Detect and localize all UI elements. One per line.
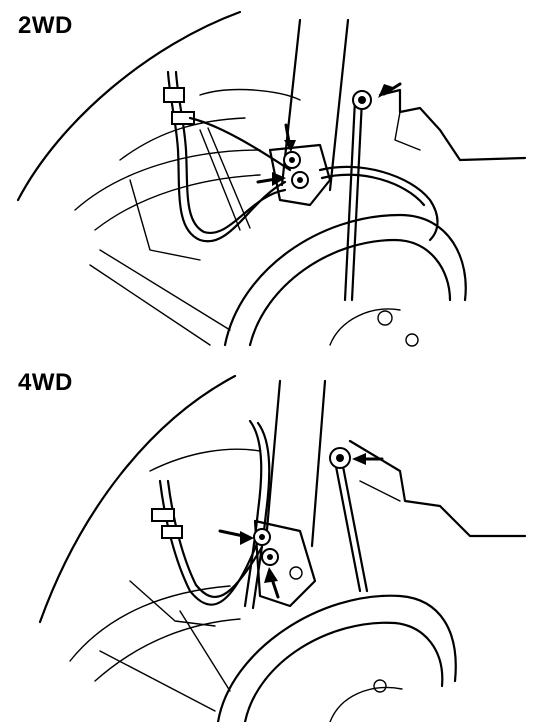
inner-arch-2 <box>94 618 241 682</box>
disc-rotor-outer <box>223 213 467 347</box>
panel-label-2wd: 2WD <box>18 12 73 39</box>
lower-arm <box>99 249 231 331</box>
stabilizer-link <box>343 98 357 302</box>
strut-right-edge <box>310 379 327 548</box>
stabilizer-link-2 <box>339 454 369 593</box>
body-bracket <box>378 88 527 162</box>
wheel-stud <box>373 679 387 693</box>
brake-hose <box>243 419 263 608</box>
knuckle-hole <box>289 566 303 580</box>
illustration-4wd <box>38 374 527 722</box>
inner-arch-2 <box>94 174 261 231</box>
strut-left-edge <box>264 379 282 543</box>
rotor-hat <box>329 308 401 346</box>
arch-liner-2 <box>119 117 246 161</box>
arch-liner <box>199 88 301 101</box>
disc-rotor-inner <box>248 238 452 347</box>
lower-arm <box>99 650 216 712</box>
knuckle <box>268 143 332 207</box>
fender-arch <box>16 10 242 202</box>
stabilizer-link-2 <box>350 98 364 302</box>
wheel-stud-2 <box>405 333 419 347</box>
stabilizer-link <box>332 454 362 593</box>
panel-2wd: 2WD <box>16 10 527 347</box>
fender-arch <box>38 374 237 624</box>
illustration-2wd <box>16 10 527 347</box>
disc-rotor-inner <box>243 621 444 722</box>
hose-clip <box>163 87 185 103</box>
disc-rotor-outer <box>216 594 457 722</box>
inner-arch <box>69 585 231 662</box>
inner-arch <box>74 149 261 211</box>
hose-bracket <box>161 525 183 539</box>
body-bracket <box>348 439 527 538</box>
knuckle <box>253 519 317 608</box>
panel-4wd: 4WD <box>0 361 560 722</box>
panel-label-4wd: 4WD <box>18 369 73 396</box>
hose-clip <box>151 508 175 522</box>
strut-right-edge <box>328 18 350 192</box>
brake-line <box>188 116 292 172</box>
rotor-hat <box>329 686 403 722</box>
wheel-stud <box>377 310 393 326</box>
